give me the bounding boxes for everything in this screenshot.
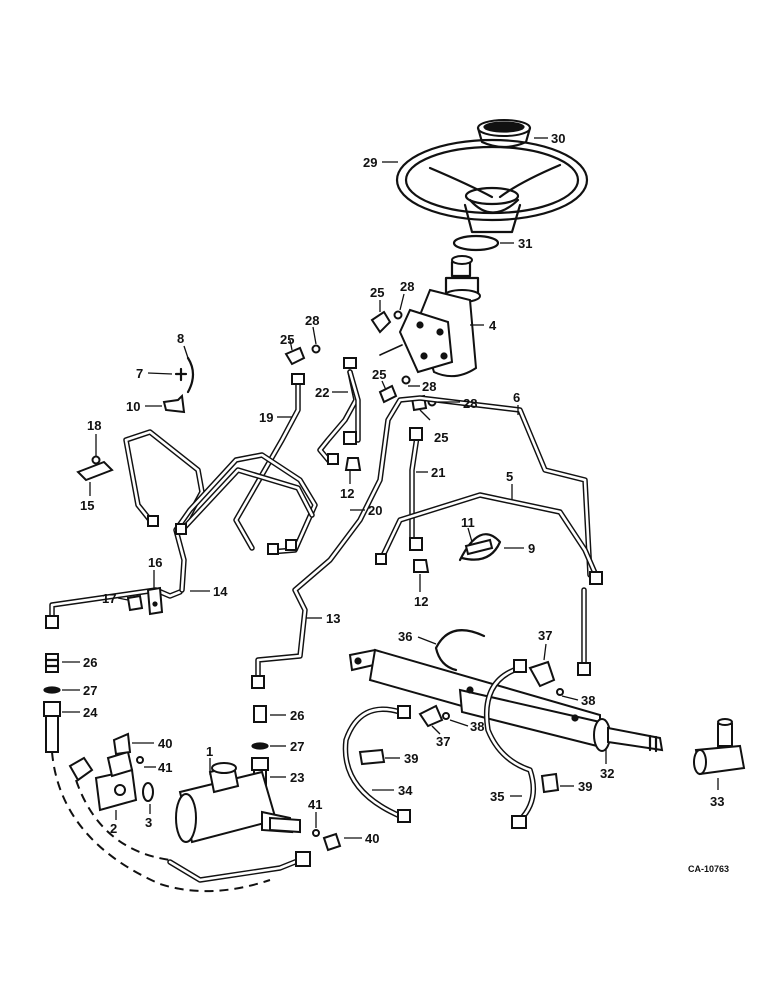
callout-10: 10 [126, 399, 140, 414]
callout-2: 2 [110, 821, 117, 836]
callout-14: 14 [213, 584, 228, 599]
snap-ring-36 [434, 629, 486, 672]
callout-16: 16 [148, 555, 162, 570]
callout-40a: 40 [158, 736, 172, 751]
callout-1: 1 [206, 744, 213, 759]
callout-27b: 27 [290, 739, 304, 754]
small-clips [162, 356, 195, 414]
figure-code: CA-10763 [688, 864, 729, 874]
callout-41a: 41 [158, 760, 172, 775]
callout-25d: 25 [434, 430, 448, 445]
callout-labels: 30 29 31 4 25 28 25 28 8 7 10 22 25 28 2… [62, 131, 724, 846]
callout-31: 31 [518, 236, 532, 251]
callout-12b: 12 [414, 594, 428, 609]
callout-25a: 25 [370, 285, 384, 300]
callout-19: 19 [259, 410, 273, 425]
horn-cap [476, 119, 532, 149]
hoses [342, 659, 537, 829]
callout-4: 4 [489, 318, 497, 333]
callout-12a: 12 [340, 486, 354, 501]
callout-39a: 39 [404, 751, 418, 766]
callout-34: 34 [398, 783, 413, 798]
callout-39b: 39 [578, 779, 592, 794]
callout-23: 23 [290, 770, 304, 785]
hose-clamps [358, 748, 560, 794]
clip-9-11 [458, 533, 502, 562]
callout-27a: 27 [83, 683, 97, 698]
callout-15: 15 [80, 498, 94, 513]
callout-41b: 41 [308, 797, 322, 812]
callout-33: 33 [710, 794, 724, 809]
callout-26b: 26 [290, 708, 304, 723]
callout-21: 21 [431, 465, 445, 480]
callout-37a: 37 [538, 628, 552, 643]
clips-16-17 [126, 586, 164, 616]
hydraulic-tubes [49, 369, 601, 683]
callout-40b: 40 [365, 831, 379, 846]
callout-26a: 26 [83, 655, 97, 670]
callout-8: 8 [177, 331, 184, 346]
cylinder-mount [94, 750, 154, 812]
callout-9: 9 [528, 541, 535, 556]
callout-25b: 25 [280, 332, 294, 347]
callout-28b: 28 [305, 313, 319, 328]
callout-24: 24 [83, 705, 98, 720]
left-fitting-stack [43, 653, 61, 753]
steering-control-unit [379, 255, 481, 378]
callout-29: 29 [363, 155, 377, 170]
steering-arm [693, 718, 746, 776]
callout-30: 30 [551, 131, 565, 146]
callout-37b: 37 [436, 734, 450, 749]
callout-18: 18 [87, 418, 101, 433]
steering-cylinder [348, 648, 664, 753]
callout-3: 3 [145, 815, 152, 830]
elbow-fittings-right [418, 660, 564, 728]
tube-clamp-left [76, 455, 114, 482]
callout-13: 13 [326, 611, 340, 626]
callout-25c: 25 [372, 367, 386, 382]
steering-wheel [395, 138, 589, 234]
tube-fittings [45, 357, 603, 689]
callout-28c: 28 [422, 379, 436, 394]
callout-35: 35 [490, 789, 504, 804]
callout-28d: 28 [463, 396, 477, 411]
snap-ring [452, 234, 500, 252]
callout-36: 36 [398, 629, 412, 644]
callout-11: 11 [461, 515, 475, 530]
callout-20: 20 [368, 503, 382, 518]
callout-7: 7 [136, 366, 143, 381]
callout-38b: 38 [470, 719, 484, 734]
elbow-fittings-lower [68, 732, 342, 852]
callout-22: 22 [315, 385, 329, 400]
callout-38a: 38 [581, 693, 595, 708]
callout-5: 5 [506, 469, 513, 484]
power-cylinder [175, 762, 301, 844]
callout-32: 32 [600, 766, 614, 781]
callout-28a: 28 [400, 279, 414, 294]
lower-hose [51, 751, 311, 893]
callout-17: 17 [102, 591, 116, 606]
callout-6: 6 [513, 390, 520, 405]
